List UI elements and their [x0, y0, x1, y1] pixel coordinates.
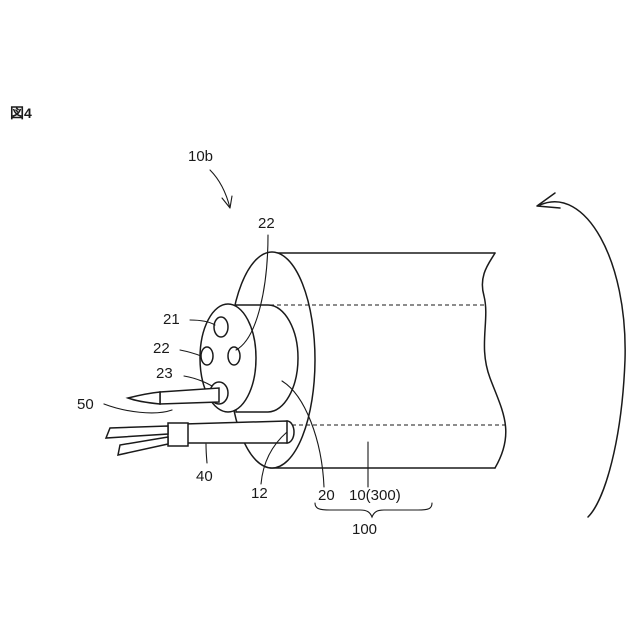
label-22-left: 22: [153, 341, 170, 356]
label-40: 40: [196, 469, 213, 484]
needle-shaft: [160, 388, 219, 404]
rotation-arrow-curve: [540, 202, 625, 517]
tube-fork-upper: [106, 426, 168, 438]
leader-40: [206, 444, 207, 463]
leader-50: [104, 404, 172, 413]
label-10b: 10b: [188, 149, 213, 164]
label-10-300: 10(300): [349, 488, 401, 503]
label-21: 21: [163, 312, 180, 327]
label-12: 12: [251, 486, 268, 501]
label-23: 23: [156, 366, 173, 381]
label-100: 100: [352, 522, 377, 537]
tube-fork-lower: [118, 437, 168, 455]
tube-shaft: [184, 421, 287, 443]
figure-title: 図4: [10, 106, 32, 120]
rotation-arrow-head: [537, 193, 560, 208]
label-50: 50: [77, 397, 94, 412]
leader-10b: [210, 170, 230, 208]
group-brace: [315, 503, 432, 517]
label-20: 20: [318, 488, 335, 503]
needle-tip: [128, 392, 160, 404]
leader-22-left: [180, 350, 201, 356]
label-22-top: 22: [258, 216, 275, 231]
outer-cylinder-break-line: [482, 253, 505, 468]
tube-collar: [168, 423, 188, 446]
